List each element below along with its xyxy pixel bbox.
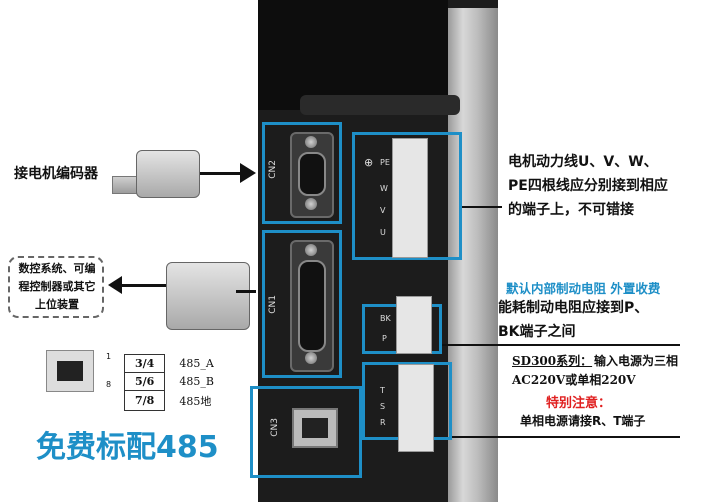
power-input-terminal <box>398 364 434 452</box>
pin-signal: 485地 <box>179 394 212 408</box>
drive-vent <box>300 95 460 115</box>
sd300-title: SD300系列： <box>512 354 593 368</box>
single-phase-note: 单相电源请接R、T端子 <box>520 414 646 428</box>
motor-power-note: 电机动力线U、V、W、PE四根线应分别接到相应的端子上，不可错接 <box>508 154 668 218</box>
drive-top-cover <box>258 0 448 110</box>
pin-number: 3/4 <box>123 354 166 373</box>
controller-box <box>8 256 104 318</box>
cn1-highlight <box>262 230 342 378</box>
screw-icon <box>305 198 317 210</box>
arrow-left-icon <box>108 276 122 294</box>
cn1-label: CN1 <box>268 295 278 314</box>
terminal-bk-label: BK <box>380 314 391 323</box>
motor-power-terminal <box>392 138 428 258</box>
pin-signal: 485_B <box>179 375 214 388</box>
motor-power-highlight <box>352 132 462 260</box>
terminal-w-label: W <box>380 184 388 193</box>
sd300-desc: 输入电源为三相AC220V或单相220V <box>512 354 679 387</box>
cn3-highlight <box>250 386 362 478</box>
terminal-u-label: U <box>380 228 386 237</box>
arrow-right-icon <box>240 163 256 183</box>
table-row: 5/6 485_B <box>123 372 225 391</box>
rj45-socket <box>302 418 328 438</box>
controller-arrow-line <box>122 284 172 287</box>
cn2-socket <box>298 152 326 196</box>
rj45-pin-table: 3/4 485_A 5/6 485_B 7/8 485地 <box>123 354 225 411</box>
cn2-port[interactable] <box>290 132 334 218</box>
screw-icon <box>305 352 317 364</box>
cn1-port[interactable] <box>290 240 334 372</box>
table-row: 3/4 485_A <box>123 354 225 373</box>
terminal-p-label: P <box>382 334 387 343</box>
brake-terminal <box>396 296 432 354</box>
motor-power-line <box>462 206 502 208</box>
pin-number: 5/6 <box>123 372 166 391</box>
rj45-pin-last: 8 <box>106 380 112 389</box>
encoder-plug <box>136 150 200 198</box>
controller-arrow-right <box>236 290 256 293</box>
encoder-cable <box>112 176 138 194</box>
cn2-label: CN2 <box>268 160 278 179</box>
table-row: 7/8 485地 <box>123 390 225 411</box>
screw-icon <box>305 244 317 256</box>
cn1-socket <box>298 260 326 352</box>
brake-line <box>442 344 680 346</box>
rj45-pin-first: 1 <box>106 352 112 361</box>
cn3-rj45-port[interactable] <box>292 408 338 448</box>
controller-plug <box>166 262 250 330</box>
terminal-v-label: V <box>380 206 386 215</box>
encoder-label: 接电机编码器 <box>14 166 98 182</box>
screw-icon <box>305 136 317 148</box>
terminal-pe-label: PE <box>380 158 390 167</box>
special-note: 特别注意： <box>546 396 612 411</box>
power-line <box>452 436 680 438</box>
cn3-label: CN3 <box>270 418 280 437</box>
terminal-t-label: T <box>380 386 385 395</box>
free-485-label: 免费标配485 <box>36 430 219 465</box>
pin-signal: 485_A <box>179 357 214 370</box>
terminal-s-label: S <box>380 402 386 411</box>
terminal-r-label: R <box>380 418 386 427</box>
brake-connect-note: 能耗制动电阻应接到P、BK端子之间 <box>498 300 649 340</box>
pin-number: 7/8 <box>123 390 166 411</box>
ground-icon: ⊕ <box>364 156 374 169</box>
rj45-jack-picture <box>46 350 94 392</box>
brake-default-note: 默认内部制动电阻 外置收费 <box>506 281 661 296</box>
rj45-jack-socket <box>57 361 83 381</box>
heatsink <box>448 8 498 502</box>
controller-label: 数控系统、可编程控制器或其它上位装置 <box>18 262 96 311</box>
cn2-highlight <box>262 122 342 224</box>
encoder-arrow-line <box>200 172 248 175</box>
